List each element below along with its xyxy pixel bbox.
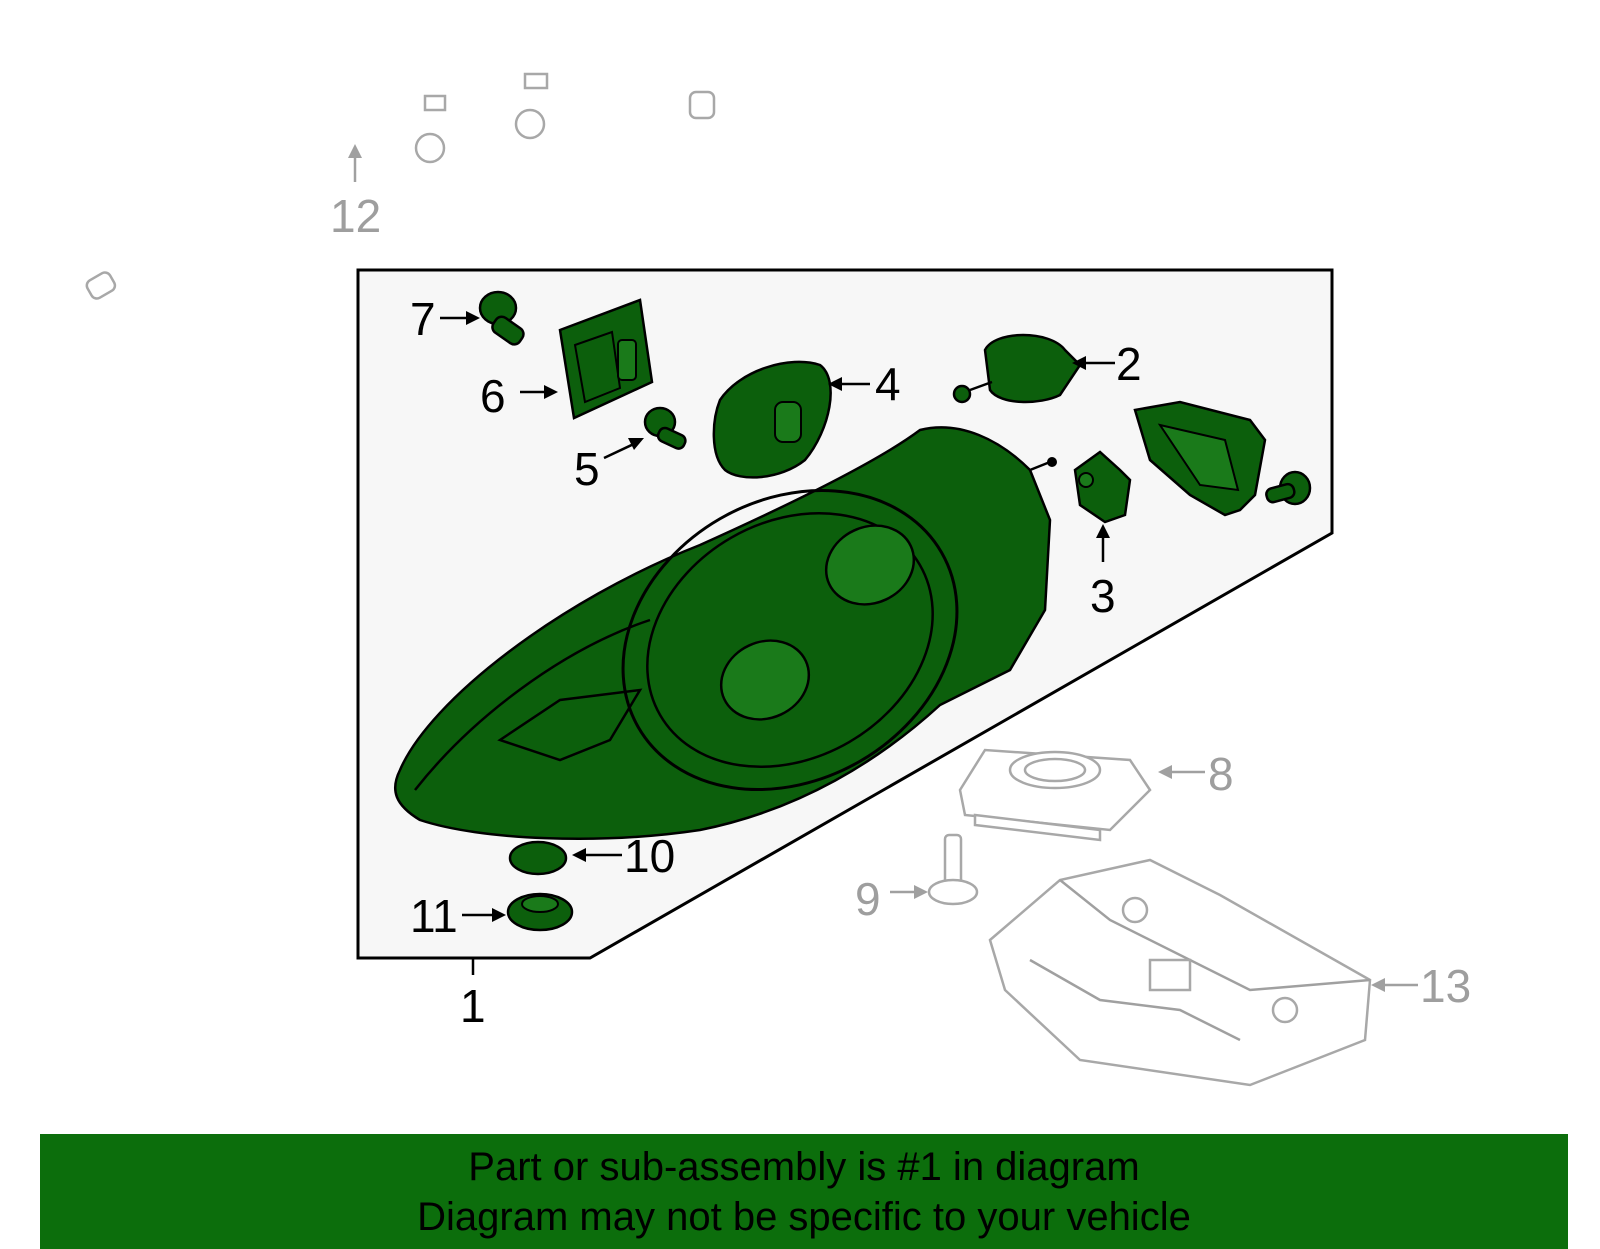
- banner-line-1: Part or sub-assembly is #1 in diagram: [468, 1145, 1140, 1189]
- bracket-part-3[interactable]: [1073, 450, 1132, 524]
- callout-5: 5: [574, 443, 600, 495]
- callout-3: 3: [1090, 570, 1116, 622]
- plug-part-10[interactable]: [508, 840, 568, 876]
- grommet-part-11[interactable]: [506, 892, 574, 932]
- led-module-part-8[interactable]: [958, 748, 1152, 842]
- control-module-part-6[interactable]: [558, 298, 654, 420]
- mounting-bracket-part-13[interactable]: [988, 858, 1372, 1087]
- cover-cap-part-4[interactable]: [712, 360, 832, 479]
- callout-13: 13: [1420, 960, 1471, 1012]
- bolt-part-7[interactable]: [478, 290, 526, 347]
- callout-2: 2: [1116, 338, 1142, 390]
- callout-10: 10: [624, 830, 675, 882]
- callout-7: 7: [410, 293, 436, 345]
- callout-4: 4: [875, 358, 901, 410]
- wiring-harness-part[interactable]: [85, 72, 716, 301]
- callout-11: 11: [410, 890, 458, 942]
- callout-9: 9: [855, 873, 881, 925]
- callout-1: 1: [460, 980, 486, 1032]
- bolt-part-9[interactable]: [927, 833, 979, 906]
- banner-line-2: Diagram may not be specific to your vehi…: [417, 1195, 1191, 1239]
- callout-12: 12: [330, 190, 381, 242]
- screw-part-5[interactable]: [643, 406, 687, 451]
- callout-8: 8: [1208, 748, 1234, 800]
- headlamp-assembly-part-1[interactable]: [393, 426, 1057, 848]
- callout-6: 6: [480, 370, 506, 422]
- info-banner: Part or sub-assembly is #1 in diagram Di…: [40, 1134, 1568, 1249]
- leveling-motor-part-2[interactable]: [952, 333, 1082, 404]
- rear-cover-part[interactable]: [1133, 400, 1312, 517]
